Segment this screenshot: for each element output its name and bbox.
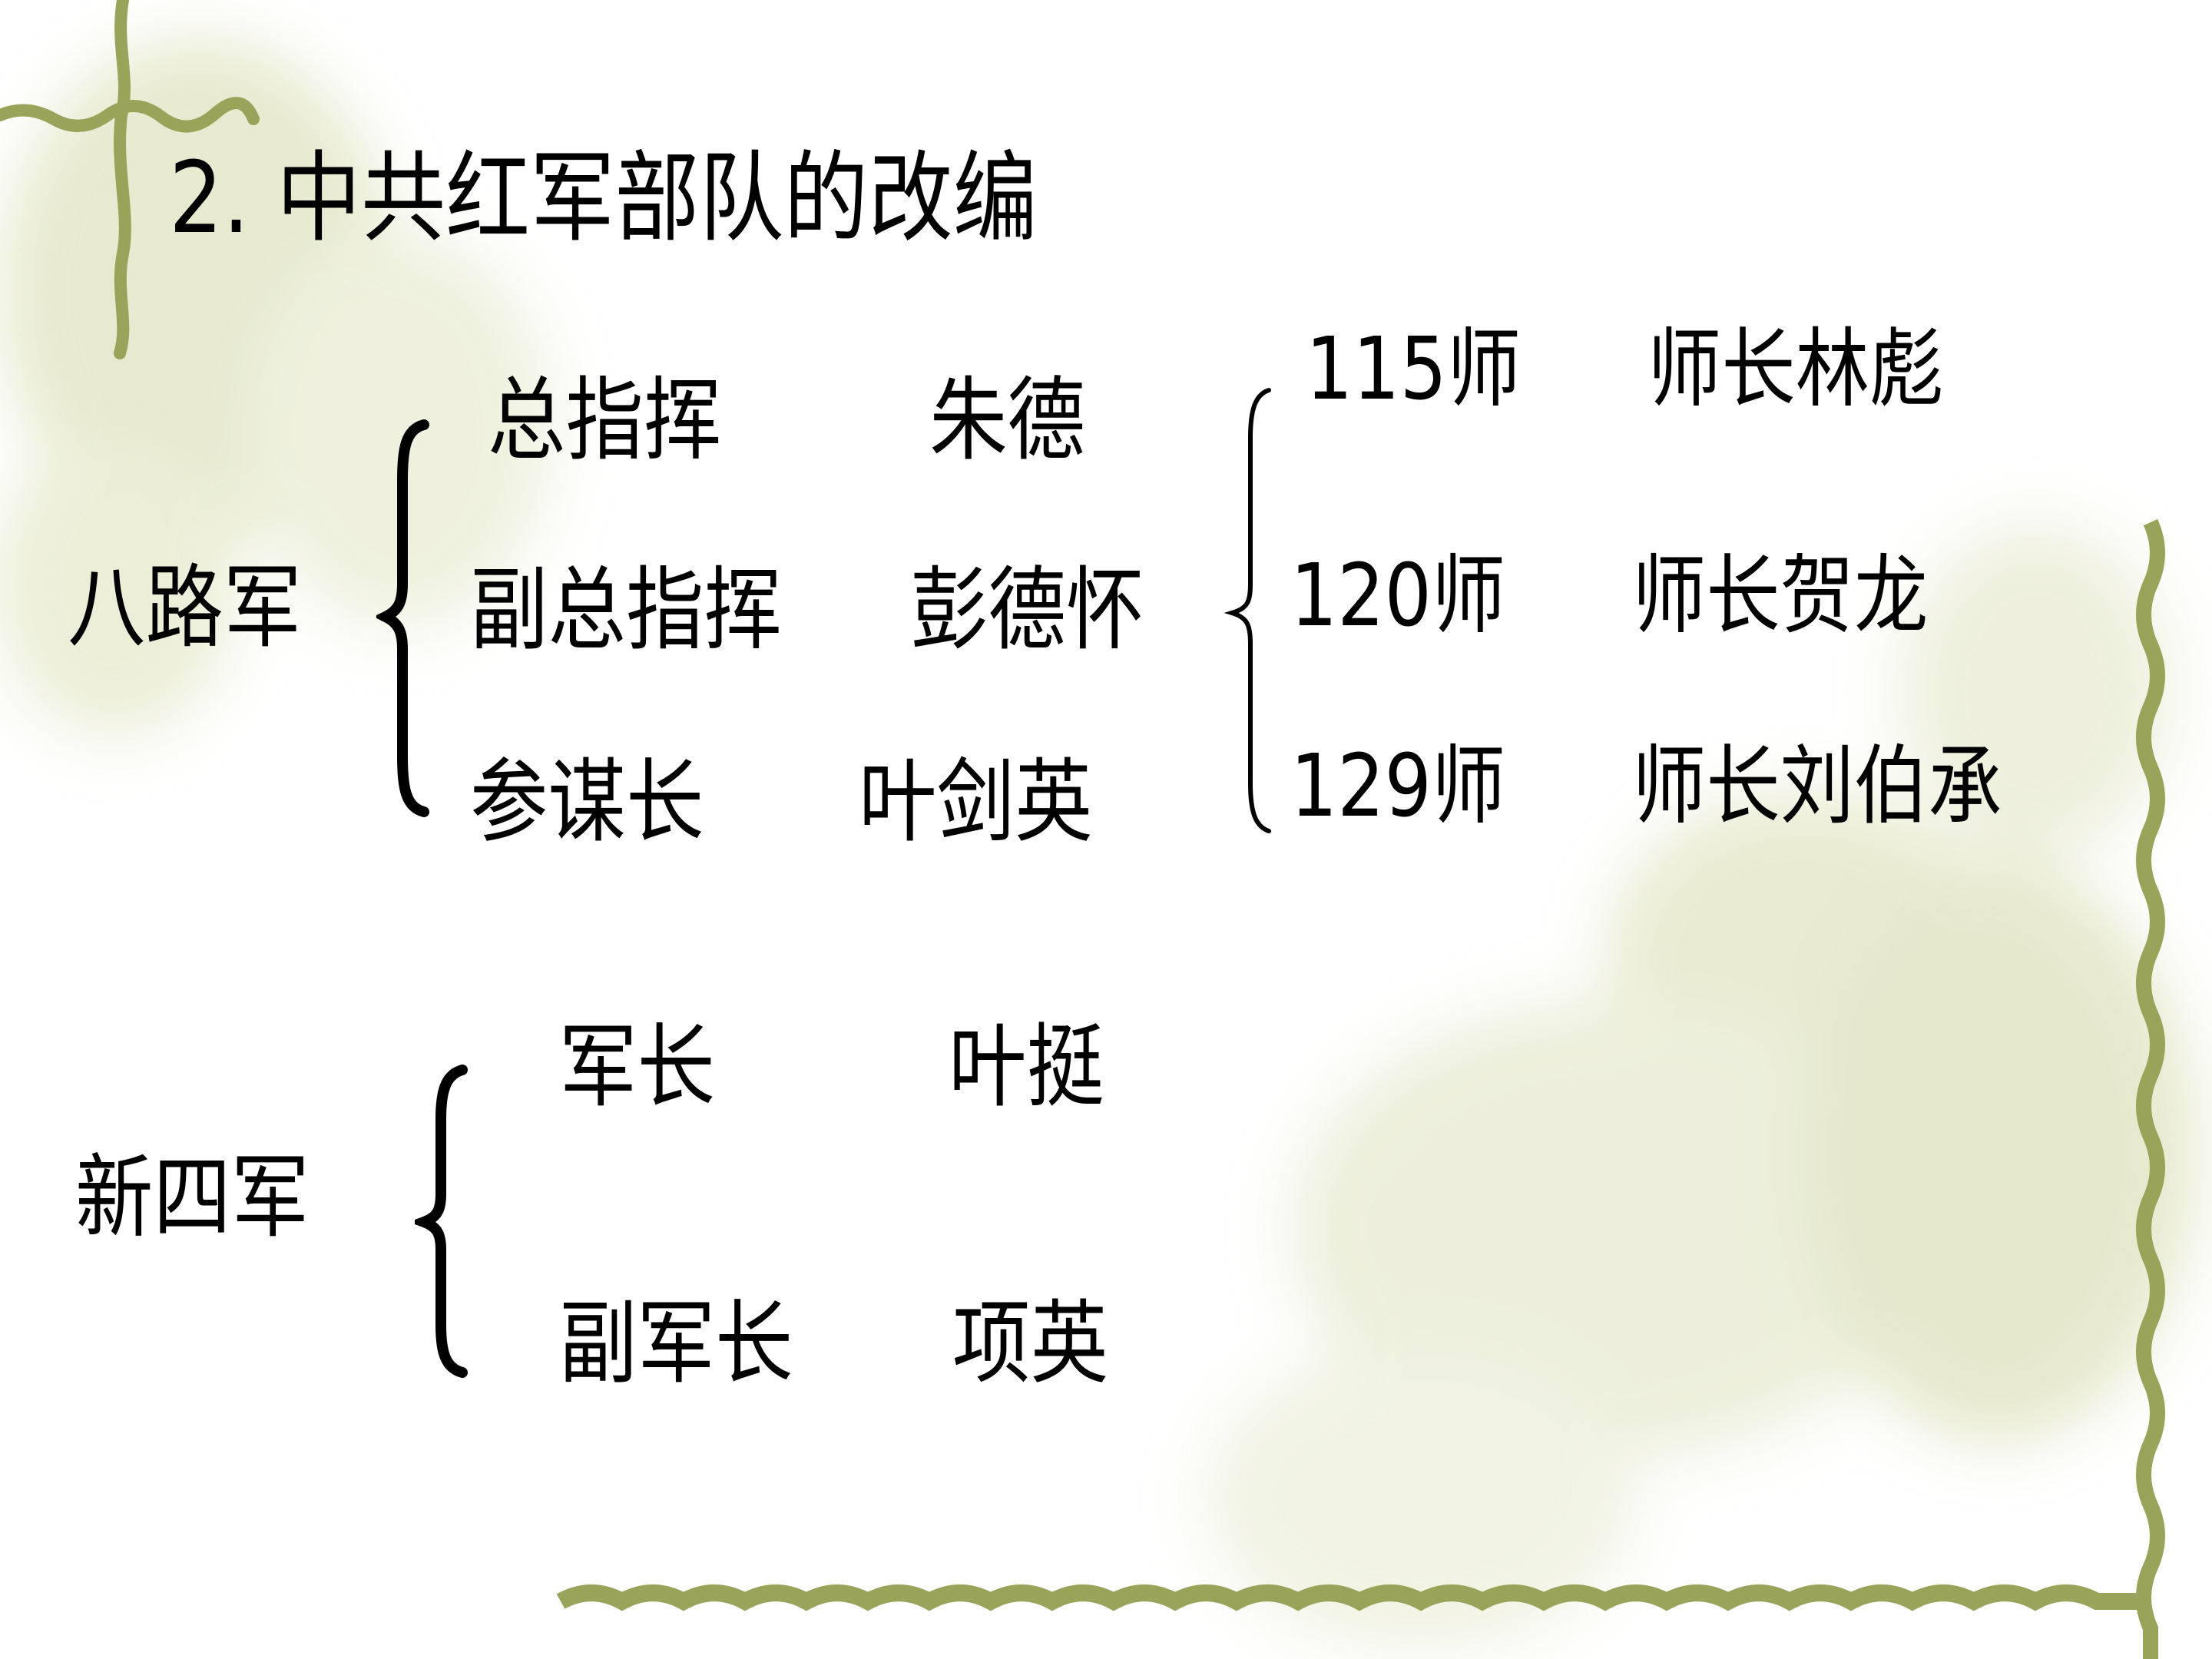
leader-person-2: 彭德怀: [910, 557, 1144, 663]
division-commander-3: 师长刘伯承: [1632, 737, 2002, 836]
vine-right: [2136, 518, 2165, 1659]
nfa-role-2: 副军长: [559, 1290, 793, 1396]
new-fourth-army-label: 新四军: [75, 1144, 310, 1250]
leader-role-1: 总指挥: [488, 367, 722, 473]
nfa-role-1: 军长: [559, 1014, 715, 1120]
slide-title: 2. 中共红军部队的改编: [169, 141, 1038, 256]
division-commander-1: 师长林彪: [1647, 320, 1944, 419]
division-1: 115师: [1306, 320, 1522, 419]
vine-bottom: [556, 1584, 2151, 1611]
bracket-eighth-route-army: [376, 419, 429, 817]
nfa-person-1: 叶挺: [949, 1014, 1104, 1120]
division-3: 129师: [1290, 737, 1506, 836]
leader-role-2: 副总指挥: [470, 557, 782, 663]
leader-person-3: 叶剑英: [859, 749, 1093, 855]
leaf-wash: [0, 38, 2197, 1651]
bracket-new-fourth-army: [415, 1065, 468, 1378]
eighth-route-army-label: 八路军: [68, 555, 302, 661]
bracket-divisions: [1224, 388, 1271, 833]
division-commander-2: 师长贺龙: [1632, 546, 1929, 646]
vine-top-left: [0, 0, 260, 359]
division-2: 120师: [1290, 546, 1506, 646]
leader-role-3: 参谋长: [470, 749, 704, 855]
leader-person-1: 朱德: [929, 367, 1085, 473]
nfa-person-2: 项英: [952, 1290, 1108, 1396]
